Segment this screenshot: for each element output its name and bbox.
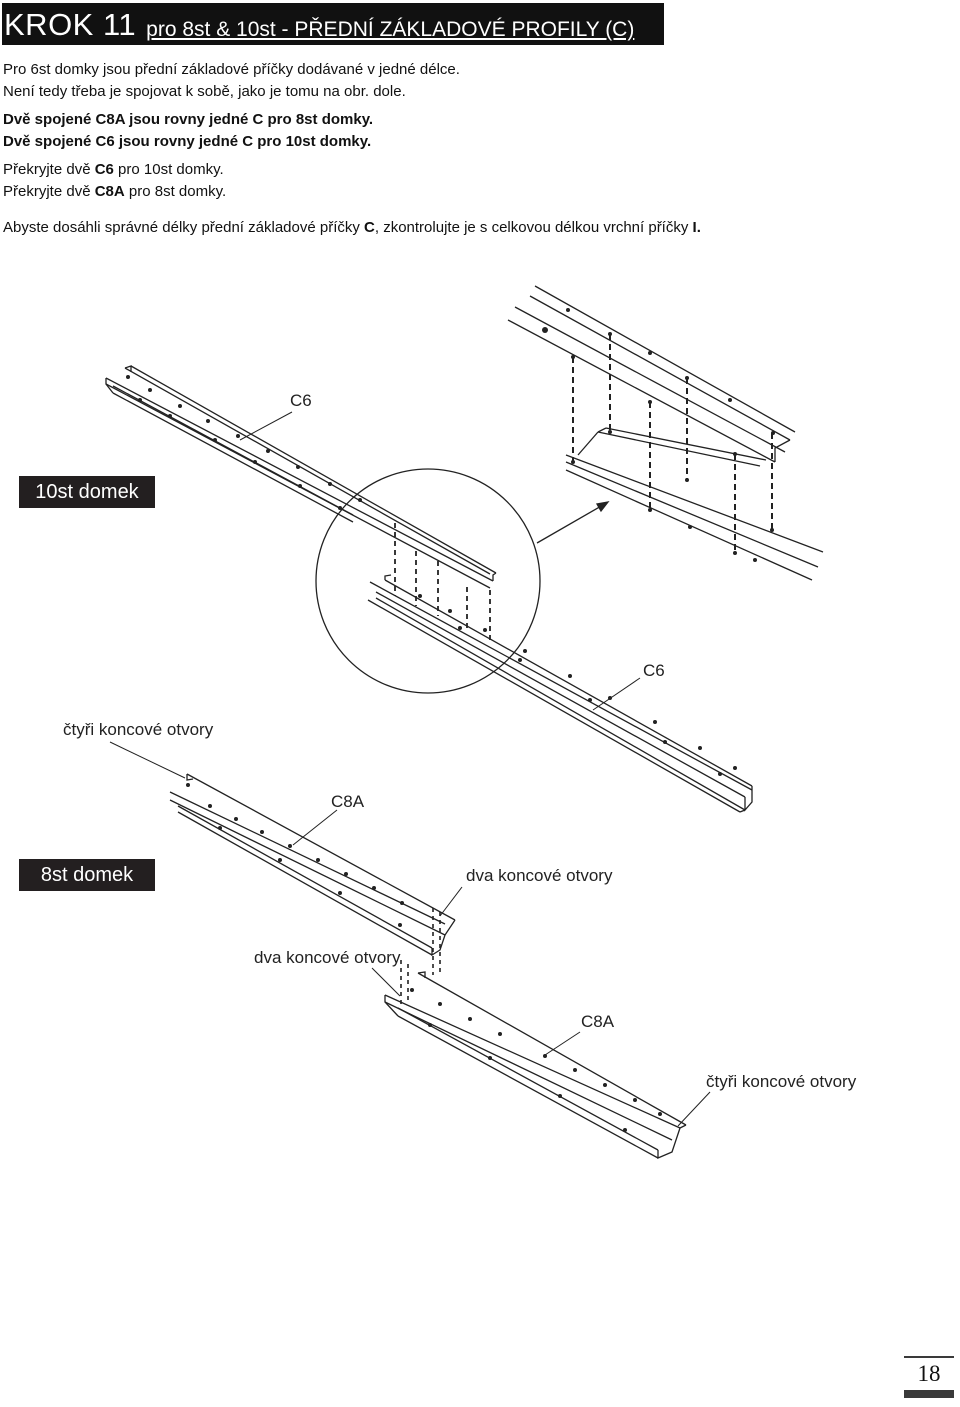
c8a-join-dashes [400, 908, 441, 1004]
eight-st-badge: 8st domek [19, 859, 155, 891]
label-c6-bottom: C6 [643, 661, 665, 680]
overlap-dashes [394, 523, 491, 642]
leader-lines [109, 411, 711, 1127]
c8a-rail-upper [169, 773, 456, 957]
holes [126, 308, 775, 1132]
overlap-c8a: Překryjte dvě C8A pro 8st domky. [3, 183, 227, 200]
label-c8a-bottom: C8A [581, 1012, 615, 1031]
c8a-rail-lower [384, 971, 687, 1159]
label-four-holes-right: čtyři koncové otvory [706, 1072, 857, 1091]
label-two-holes-left: dva koncové otvory [254, 948, 401, 967]
ten-st-badge: 10st domek [19, 476, 155, 508]
c6-rail-lower [367, 574, 753, 813]
step-header: KROK 11 pro 8st & 10st - PŘEDNÍ ZÁKLADOV… [2, 3, 664, 45]
detail-circle [315, 468, 541, 694]
detail-arrow [536, 504, 604, 544]
instruction-bold: Dvě spojené C6 jsou rovny jedné C pro 10… [3, 133, 372, 150]
instruction-line: Pro 6st domky jsou přední základové příč… [3, 61, 460, 78]
overlap-c6: Překryjte dvě C6 pro 10st domky. [3, 161, 224, 178]
label-c8a-top: C8A [331, 792, 365, 811]
step-title: pro 8st & 10st - PŘEDNÍ ZÁKLADOVÉ PROFIL… [146, 18, 635, 41]
page-number: 18 [904, 1356, 954, 1398]
length-check: Abyste dosáhli správné délky přední zákl… [3, 219, 701, 236]
label-two-holes-right: dva koncové otvory [466, 866, 613, 885]
label-four-holes-left: čtyři koncové otvory [63, 720, 214, 739]
instruction-line: Není tedy třeba je spojovat k sobě, jako… [3, 83, 406, 100]
detail-dashes [572, 334, 773, 553]
instructions: Pro 6st domky jsou přední základové příč… [3, 59, 701, 239]
label-c6-top: C6 [290, 391, 312, 410]
instruction-bold: Dvě spojené C8A jsou rovny jedné C pro 8… [3, 111, 374, 128]
step-number: KROK 11 [4, 7, 137, 42]
detail-rails [507, 285, 824, 581]
